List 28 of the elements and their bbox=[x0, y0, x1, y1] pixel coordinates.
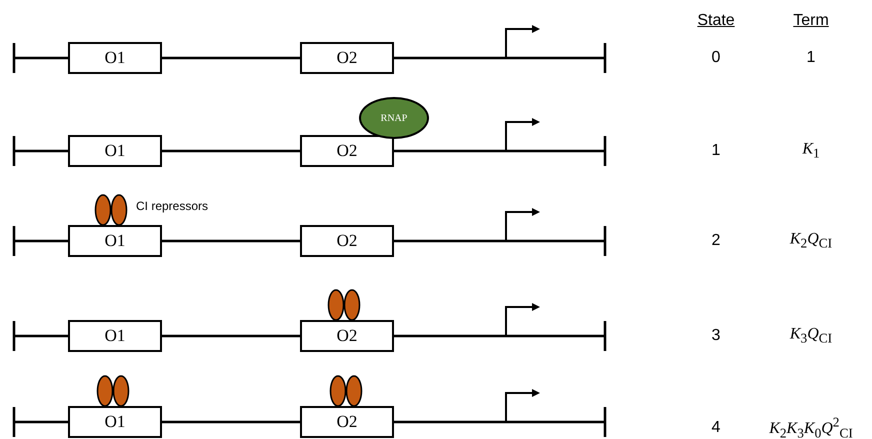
term-formula: K$_{3}$Q$_{CI}$ bbox=[790, 325, 832, 347]
state-number: 3 bbox=[712, 327, 720, 345]
operator-box: O1 bbox=[68, 320, 162, 352]
column-header: Term bbox=[793, 12, 829, 30]
state-number: 4 bbox=[712, 419, 720, 437]
dna-line bbox=[162, 150, 300, 152]
operator-box: O2 bbox=[300, 135, 394, 167]
state-number: 1 bbox=[712, 142, 720, 160]
operator-box: O1 bbox=[68, 135, 162, 167]
operator-box: O2 bbox=[300, 406, 394, 438]
state-number: 1 bbox=[806, 49, 816, 67]
column-header: State bbox=[697, 12, 735, 30]
dna-line bbox=[162, 420, 300, 424]
dna-line bbox=[162, 334, 300, 338]
operator-box: O2 bbox=[300, 42, 394, 74]
operator-box: O2 bbox=[300, 225, 394, 257]
rnap-ellipse: RNAP bbox=[359, 97, 429, 139]
term-formula: K$_{2}$Q$_{CI}$ bbox=[790, 230, 832, 252]
dna-line bbox=[162, 240, 300, 242]
state-number: 0 bbox=[712, 49, 720, 67]
repressor-label: CI repressors bbox=[136, 199, 208, 213]
term-formula: K$_{1}$ bbox=[802, 140, 820, 162]
operator-box: O1 bbox=[68, 42, 162, 74]
dna-line bbox=[162, 56, 300, 60]
operator-box: O2 bbox=[300, 320, 394, 352]
operator-box: O1 bbox=[68, 406, 162, 438]
state-number: 2 bbox=[712, 232, 720, 250]
operator-box: O1 bbox=[68, 225, 162, 257]
